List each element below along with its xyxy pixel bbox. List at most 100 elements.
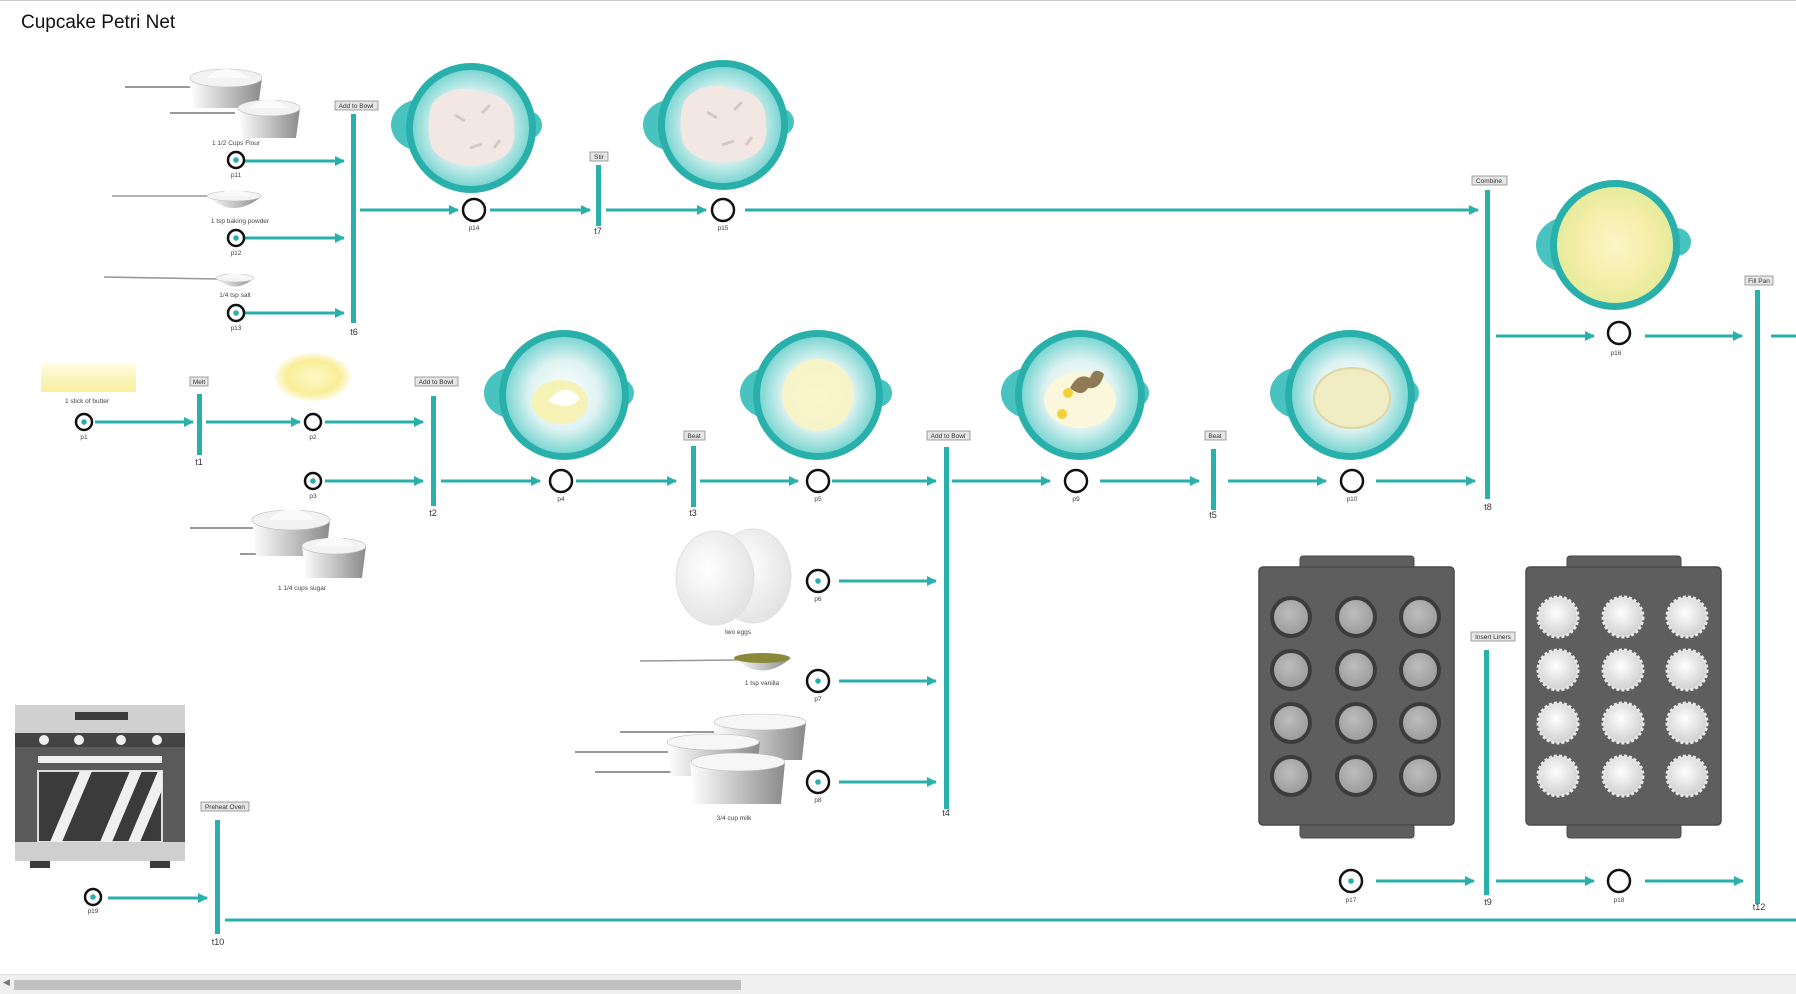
place-p19[interactable] [83, 887, 103, 907]
place-label: p19 [88, 908, 99, 915]
fill-pan-button[interactable]: Fill Pan [1744, 275, 1774, 286]
places [74, 150, 1632, 907]
flour-cups-icon [125, 68, 301, 138]
ingredient-caption: 1 1/2 Cups Flour [212, 140, 261, 147]
empty-muffin-pan-icon [1258, 555, 1455, 839]
flour-bowl-icon [391, 63, 542, 193]
svg-text:Add to Bowl: Add to Bowl [931, 433, 966, 440]
place-p3[interactable] [303, 471, 323, 491]
butter-stick-icon [41, 364, 136, 392]
svg-text:Fill Pan: Fill Pan [1748, 278, 1770, 285]
transition-bar-t9 [1484, 650, 1489, 895]
transition-label: t9 [1484, 897, 1492, 907]
place-label: p9 [1072, 496, 1080, 503]
place-label: p8 [814, 797, 822, 804]
add-to-bowl-button[interactable]: Add to Bowl [926, 430, 971, 441]
butter-sugar-bowl-icon [484, 330, 634, 460]
stir-button[interactable]: Stir [589, 151, 609, 162]
lined-muffin-pan-icon [1525, 555, 1722, 839]
add-to-bowl-button[interactable]: Add to Bowl [414, 376, 459, 387]
combine-button[interactable]: Combine [1471, 175, 1508, 186]
sugar-cups-icon [190, 509, 367, 578]
place-p13[interactable] [226, 303, 246, 323]
transition-bar-t1 [197, 394, 202, 455]
svg-text:Beat: Beat [687, 433, 701, 440]
svg-text:Melt: Melt [193, 379, 205, 386]
transition-bar-t3 [691, 446, 696, 507]
svg-text:Insert Liners: Insert Liners [1475, 634, 1512, 641]
milk-cups-icon [575, 713, 807, 804]
ingredient-caption: 1/4 tsp salt [219, 292, 251, 299]
place-label: p1 [80, 434, 88, 441]
place-label: p12 [231, 250, 242, 257]
transition-label: t5 [1209, 510, 1217, 520]
transition-bar-t5 [1211, 449, 1216, 510]
place-p5[interactable] [805, 468, 831, 494]
transition-bar-t2 [431, 396, 436, 506]
scroll-thumb[interactable] [14, 980, 741, 990]
place-p17[interactable] [1338, 868, 1364, 894]
transition-label: t8 [1484, 502, 1492, 512]
svg-text:Add to Bowl: Add to Bowl [339, 103, 374, 110]
place-label: p7 [814, 696, 822, 703]
place-label: p3 [309, 493, 317, 500]
page-title: Cupcake Petri Net [21, 12, 176, 33]
place-p6[interactable] [805, 568, 831, 594]
ingredient-caption: 1 1/4 cups sugar [278, 585, 327, 592]
transition-bar-t8 [1485, 190, 1490, 499]
transition-labels: t6 t7 t8 t12 t1 t2 t3 t4 t5 t9 t10 [195, 226, 1765, 947]
place-label: p5 [814, 496, 822, 503]
flour-bowl-icon [643, 60, 794, 190]
place-p2[interactable] [303, 412, 323, 432]
place-label: p18 [1614, 897, 1625, 904]
svg-text:Preheat Oven: Preheat Oven [205, 804, 245, 811]
place-p8[interactable] [805, 769, 831, 795]
beat-button[interactable]: Beat [1204, 430, 1227, 441]
place-label: p17 [1346, 897, 1357, 904]
transition-label: t2 [429, 508, 437, 518]
svg-text:Combine: Combine [1476, 178, 1502, 185]
ingredient-caption: 3/4 cup milk [717, 815, 752, 822]
place-label: p15 [718, 225, 729, 232]
place-label: p11 [231, 172, 242, 179]
place-p1[interactable] [74, 412, 94, 432]
egg-bowl-icon [1001, 330, 1149, 460]
place-p9[interactable] [1063, 468, 1089, 494]
salt-spoon-icon [103, 273, 255, 287]
batter-bowl-icon [1270, 330, 1419, 460]
place-p16[interactable] [1606, 320, 1632, 346]
place-p18[interactable] [1606, 868, 1632, 894]
creamed-bowl-icon [740, 330, 892, 460]
place-label: p10 [1347, 496, 1358, 503]
place-p7[interactable] [805, 668, 831, 694]
melt-button[interactable]: Melt [189, 376, 209, 387]
ingredient-caption: 1 tsp vanilla [745, 680, 780, 687]
place-p10[interactable] [1339, 468, 1365, 494]
place-label: p13 [231, 325, 242, 332]
horizontal-scrollbar[interactable]: ◀ [0, 974, 1796, 994]
place-p14[interactable] [461, 197, 487, 223]
ingredient-caption: two eggs [725, 629, 752, 636]
top-border [0, 0, 1796, 1]
transition-label: t10 [212, 937, 225, 947]
place-p4[interactable] [548, 468, 574, 494]
ingredient-captions: 1 1/2 Cups Flour 1 tsp baking powder 1/4… [65, 140, 780, 822]
oven-icon [15, 705, 185, 868]
transition-bar-t6 [351, 114, 356, 323]
preheat-oven-button[interactable]: Preheat Oven [200, 801, 250, 812]
melted-butter-icon [275, 353, 351, 401]
place-labels: p11 p12 p13 p14 p15 p16 p1 p2 p3 p4 p5 p… [80, 172, 1624, 915]
place-p15[interactable] [710, 197, 736, 223]
place-p12[interactable] [226, 228, 246, 248]
place-label: p16 [1611, 350, 1622, 357]
scroll-left-arrow-icon[interactable]: ◀ [3, 978, 10, 988]
place-label: p4 [557, 496, 565, 503]
vanilla-spoon-icon [639, 653, 791, 671]
petri-net-canvas: Add to Bowl Stir Combine Fill Pan Melt A… [15, 60, 1796, 947]
transition-label: t6 [350, 327, 358, 337]
eggs-icon [675, 528, 792, 626]
insert-liners-button[interactable]: Insert Liners [1470, 631, 1516, 642]
add-to-bowl-button[interactable]: Add to Bowl [334, 100, 379, 111]
beat-button[interactable]: Beat [683, 430, 706, 441]
place-p11[interactable] [226, 150, 246, 170]
